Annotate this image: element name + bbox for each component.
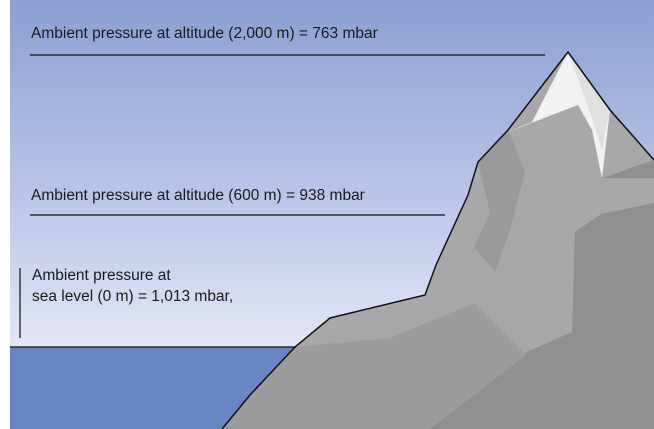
mountain-shadow-right <box>430 160 654 429</box>
mountain-shadow-lower <box>222 303 526 429</box>
altitude-2000-label: Ambient pressure at altitude (2,000 m) =… <box>31 25 378 42</box>
mountain <box>222 52 654 429</box>
mountain-shadow-left <box>474 130 525 272</box>
altitude-600-label: Ambient pressure at altitude (600 m) = 9… <box>31 187 365 204</box>
mountain-outline <box>221 50 654 429</box>
sea-level-label-line-2: sea level (0 m) = 1,013 mbar, <box>32 288 234 305</box>
snow-shade <box>568 52 610 150</box>
sea-level-label-line-1: Ambient pressure at <box>32 267 171 284</box>
